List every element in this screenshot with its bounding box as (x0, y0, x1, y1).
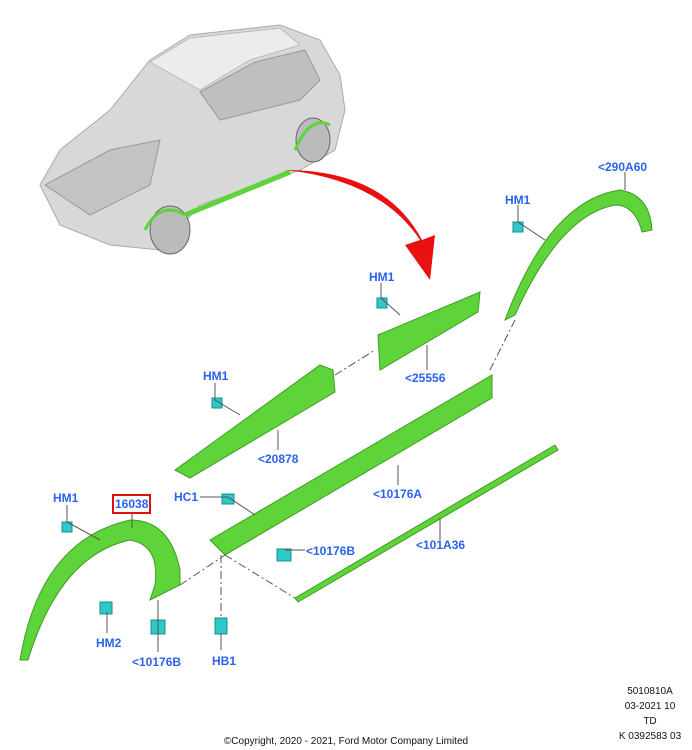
callout-10176b[interactable]: <10176B (132, 655, 182, 669)
callout-hm1[interactable]: HM1 (369, 270, 395, 284)
callout-hm2[interactable]: HM2 (96, 636, 122, 650)
lower-strip (294, 444, 559, 603)
rocker-panel (209, 374, 493, 556)
callout-25556[interactable]: <25556 (405, 371, 446, 385)
info-line: TD (643, 716, 657, 727)
info-line: 03-2021 10 (624, 701, 676, 712)
callout-10176b[interactable]: <10176B (306, 544, 356, 558)
callout-101a36[interactable]: <101A36 (416, 538, 466, 552)
copyright-text: ©Copyright, 2020 - 2021, Ford Motor Comp… (223, 736, 469, 747)
callout-290a60[interactable]: <290A60 (598, 160, 648, 174)
callout-hm1[interactable]: HM1 (505, 193, 531, 207)
front-rocker-moulding (174, 364, 336, 479)
rear-wheel-arch (504, 189, 653, 322)
rear-door-moulding (377, 291, 481, 371)
callout-16038-highlighted[interactable]: 16038 (111, 494, 152, 514)
clips (61, 221, 524, 635)
vehicle-illustration (39, 24, 346, 255)
parts (19, 189, 653, 661)
callout-hm1[interactable]: HM1 (203, 369, 229, 383)
info-line: K 0392583 03 (618, 731, 682, 742)
callout-hb1[interactable]: HB1 (212, 654, 237, 668)
red-arrow (285, 170, 435, 280)
info-line: 5010810A (627, 686, 673, 697)
callout-hm1[interactable]: HM1 (53, 491, 79, 505)
callout-hc1[interactable]: HC1 (174, 490, 199, 504)
callout-20878[interactable]: <20878 (258, 452, 299, 466)
callout-10176a[interactable]: <10176A (373, 487, 423, 501)
leader-lines (66, 172, 626, 652)
